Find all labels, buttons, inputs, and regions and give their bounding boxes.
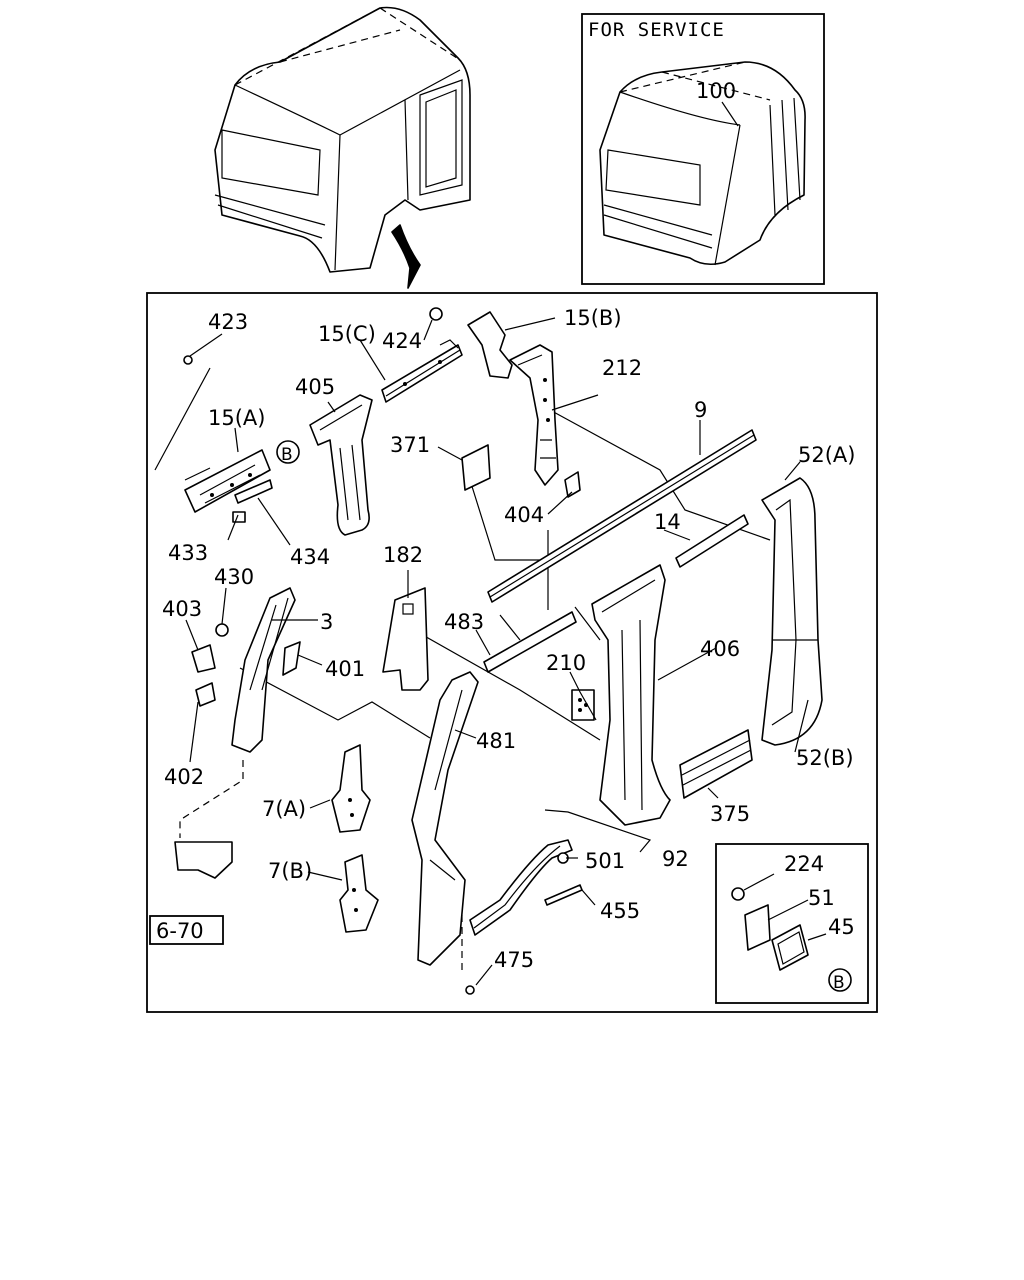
part-475-shape xyxy=(465,985,475,995)
part-406-shape xyxy=(591,564,671,826)
cab-overview xyxy=(214,6,471,289)
label-401: 401 xyxy=(325,657,365,681)
part-45-shape xyxy=(771,924,809,971)
label-52b: 52(B) xyxy=(796,746,854,770)
part-51-shape xyxy=(744,904,771,951)
b-marker-inset xyxy=(828,968,852,992)
part-212-shape xyxy=(467,311,559,486)
label-224: 224 xyxy=(784,852,824,876)
label-7a: 7(A) xyxy=(262,797,306,821)
label-15c: 15(C) xyxy=(318,322,376,346)
label-501: 501 xyxy=(585,849,625,873)
label-182: 182 xyxy=(383,543,423,567)
part-375-shape xyxy=(679,729,753,799)
part-404-shape xyxy=(564,471,581,498)
part-6-70-shape xyxy=(174,841,233,879)
part-15a-shape xyxy=(184,449,273,523)
reference-box-label: 6-70 xyxy=(156,919,204,943)
label-371: 371 xyxy=(390,433,430,457)
reference-box xyxy=(149,915,224,945)
part-210-shape xyxy=(571,689,595,721)
label-483: 483 xyxy=(444,610,484,634)
label-434: 434 xyxy=(290,545,330,569)
label-15b: 15(B) xyxy=(564,306,622,330)
part-455-shape xyxy=(544,884,583,906)
exploded-view-frame xyxy=(146,292,878,1013)
leader-lines xyxy=(185,317,827,986)
part-92-shape xyxy=(469,839,573,936)
part-401-shape xyxy=(282,641,301,676)
label-52a: 52(A) xyxy=(798,443,855,467)
label-15a: 15(A) xyxy=(208,406,265,430)
label-403: 403 xyxy=(162,597,202,621)
label-51: 51 xyxy=(808,886,835,910)
label-475: 475 xyxy=(494,948,534,972)
b-marker-left-label: B xyxy=(281,445,293,465)
label-9: 9 xyxy=(694,398,707,422)
label-212: 212 xyxy=(602,356,642,380)
part-52-shape xyxy=(761,477,823,746)
part-3-shape xyxy=(231,587,296,753)
label-455: 455 xyxy=(600,899,640,923)
label-433: 433 xyxy=(168,541,208,565)
label-481: 481 xyxy=(476,729,516,753)
label-375: 375 xyxy=(710,802,750,826)
part-405-shape xyxy=(309,394,373,536)
label-424: 424 xyxy=(382,329,422,353)
part-483-shape xyxy=(483,611,577,673)
service-box-title: FOR SERVICE xyxy=(588,19,725,41)
part-424-shape xyxy=(429,307,443,321)
part-7b-shape xyxy=(339,854,379,933)
label-404: 404 xyxy=(504,503,544,527)
part-9-shape xyxy=(487,429,757,603)
part-403-shape xyxy=(191,644,216,673)
label-402: 402 xyxy=(164,765,204,789)
part-labels: 423 15(C) 424 15(B) 212 405 15(A) 371 9 … xyxy=(162,306,855,972)
label-45: 45 xyxy=(828,915,855,939)
service-box: FOR SERVICE 100 xyxy=(581,13,825,285)
label-406: 406 xyxy=(700,637,740,661)
part-423-shape xyxy=(183,355,193,365)
label-405: 405 xyxy=(295,375,335,399)
part-371-shape xyxy=(461,444,491,491)
part-14-shape xyxy=(675,514,749,568)
part-7a-shape xyxy=(331,744,371,833)
part-430-shape xyxy=(215,623,229,637)
label-3: 3 xyxy=(320,610,333,634)
label-14: 14 xyxy=(654,510,681,534)
callout-100: 100 xyxy=(696,79,736,103)
label-7b: 7(B) xyxy=(268,859,312,883)
label-430: 430 xyxy=(214,565,254,589)
part-182-shape xyxy=(382,587,429,691)
label-423: 423 xyxy=(208,310,248,334)
label-92: 92 xyxy=(662,847,689,871)
label-210: 210 xyxy=(546,651,586,675)
part-15c-shape xyxy=(381,339,463,403)
b-marker-left xyxy=(276,440,300,464)
part-402-shape xyxy=(195,682,216,707)
detail-inset xyxy=(715,843,869,1004)
b-marker-inset-label: B xyxy=(833,973,845,993)
part-481-shape xyxy=(411,671,479,966)
part-224-shape xyxy=(731,887,745,901)
